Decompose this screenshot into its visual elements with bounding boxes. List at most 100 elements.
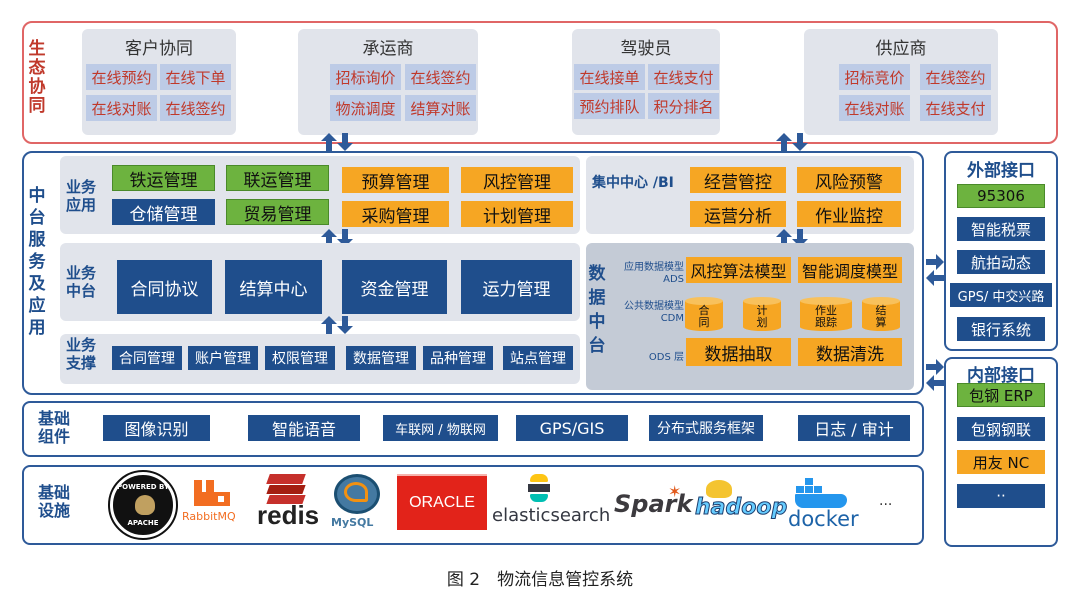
module-warehouse[interactable]: 仓储管理 [112,199,215,225]
infrastructure-ellipsis: ··· [879,497,893,513]
oracle-logo-text: ORACLE [409,494,475,511]
eco-item[interactable]: 在线签约 [405,64,476,90]
eco-item[interactable]: 在线对账 [839,95,910,121]
infrastructure-frame [22,465,924,545]
eco-item[interactable]: 招标竞价 [839,64,910,90]
bi-item[interactable]: 运营分析 [690,201,786,227]
external-item[interactable]: 银行系统 [957,317,1045,341]
eco-group-title: 供应商 [875,39,927,59]
mid-capacity[interactable]: 运力管理 [461,260,572,314]
module-railway[interactable]: 铁运管理 [112,165,215,191]
component-item[interactable]: 图像识别 [103,415,210,441]
module-procurement[interactable]: 采购管理 [342,201,449,227]
eco-item[interactable]: 在线签约 [160,95,231,121]
component-item[interactable]: GPS/GIS [516,415,628,441]
cdm-cylinder-plan[interactable]: 计划 [743,297,781,331]
cdm-item: 结算 [875,304,887,329]
eco-item[interactable]: 招标询价 [330,64,401,90]
ads-risk-model[interactable]: 风控算法模型 [686,257,791,283]
external-item[interactable]: 航拍动态 [957,250,1045,274]
bidirectional-arrow-icon [776,133,808,151]
cdm-cylinder-settlement[interactable]: 结算 [862,297,900,331]
docker-whale-icon [795,478,851,510]
component-item[interactable]: 日志 / 审计 [798,415,910,441]
spark-star-icon: ✶ [668,482,682,501]
ods-extract[interactable]: 数据抽取 [686,338,791,366]
cdm-cylinder-contract[interactable]: 合同 [685,297,723,331]
eco-item[interactable]: 在线签约 [920,64,991,90]
infrastructure-label: 基础设施 [38,483,71,520]
redis-logo-text: redis [257,500,320,530]
support-item[interactable]: 站点管理 [503,346,573,370]
business-app-label: 业务应用 [66,178,97,214]
eco-item[interactable]: 预约排队 [574,93,645,119]
apache-logo-bottom-text: APACHE [127,519,159,527]
module-budget[interactable]: 预算管理 [342,167,449,193]
apache-logo: POWERED BY APACHE [108,470,178,540]
internal-interface-frame [944,357,1058,547]
eco-item[interactable]: 在线下单 [160,64,231,90]
apache-logo-top-text: POWERED BY [116,483,170,491]
eco-item[interactable]: 积分排名 [648,93,719,119]
cdm-item: 合同 [698,304,710,329]
left-right-arrow-icon [926,359,944,391]
component-item[interactable]: 分布式服务框架 [649,415,763,441]
module-trade[interactable]: 贸易管理 [226,199,329,225]
elasticsearch-logo-text: elasticsearch [492,505,611,526]
ecosystem-frame [22,21,1058,144]
eco-item[interactable]: 在线支付 [920,95,991,121]
cdm-item: 计划 [756,304,768,329]
ecosystem-label: 生态协同 [28,39,46,116]
support-item[interactable]: 品种管理 [423,346,493,370]
external-item[interactable]: 智能税票 [957,217,1045,241]
eco-item[interactable]: 结算对账 [405,95,476,121]
external-item[interactable]: GPS/ 中交兴路 [950,283,1052,307]
support-item[interactable]: 权限管理 [265,346,335,370]
internal-item[interactable]: ·· [957,484,1045,508]
rabbitmq-icon [194,480,230,506]
internal-item[interactable]: 用友 NC [957,450,1045,474]
mid-settlement[interactable]: 结算中心 [225,260,322,314]
eco-item[interactable]: 物流调度 [330,95,401,121]
mid-funds[interactable]: 资金管理 [342,260,447,314]
support-item[interactable]: 账户管理 [188,346,258,370]
elasticsearch-icon [528,474,550,502]
eco-item[interactable]: 在线预约 [86,64,157,90]
external-interface-frame [944,151,1058,351]
eco-item[interactable]: 在线接单 [574,64,645,90]
internal-item[interactable]: 包钢钢联 [957,417,1045,441]
component-item[interactable]: 车联网 / 物联网 [383,415,498,441]
support-item[interactable]: 数据管理 [346,346,416,370]
module-risk-control[interactable]: 风控管理 [461,167,573,193]
hadoop-elephant-icon [706,480,732,498]
component-item[interactable]: 智能语音 [248,415,360,441]
bidirectional-arrow-icon [321,133,353,151]
mysql-logo-text: MySQL [331,516,374,529]
middle-label: 中台服务及应用 [28,186,46,338]
middle-frame [22,151,924,395]
ads-dispatch-model[interactable]: 智能调度模型 [798,257,902,283]
business-support-label: 业务支撑 [66,336,97,372]
bi-item[interactable]: 经营管控 [690,167,786,193]
bidirectional-arrow-icon [321,229,353,247]
cdm-cylinder-tracking[interactable]: 作业跟踪 [800,297,852,331]
eco-item[interactable]: 在线对账 [86,95,157,121]
module-planning[interactable]: 计划管理 [461,201,573,227]
support-item[interactable]: 合同管理 [112,346,182,370]
base-components-frame [22,401,924,457]
base-components-label: 基础组件 [38,409,71,446]
docker-logo-text: docker [788,507,859,531]
internal-item[interactable]: 包钢 ERP [957,383,1045,407]
eco-item[interactable]: 在线支付 [648,64,719,90]
bi-item[interactable]: 作业监控 [797,201,901,227]
hadoop-logo-text: hadoop [694,495,788,521]
bi-item[interactable]: 风险预警 [797,167,901,193]
oracle-logo: ORACLE [397,474,487,530]
cdm-label: 公共数据模型 CDM [624,301,684,324]
external-item[interactable]: 95306 [957,184,1045,208]
ods-cleanse[interactable]: 数据清洗 [798,338,902,366]
eco-group-title: 承运商 [362,39,414,59]
mid-contract[interactable]: 合同协议 [117,260,212,314]
data-mid-label: 数据中台 [588,264,606,356]
module-intermodal[interactable]: 联运管理 [226,165,329,191]
